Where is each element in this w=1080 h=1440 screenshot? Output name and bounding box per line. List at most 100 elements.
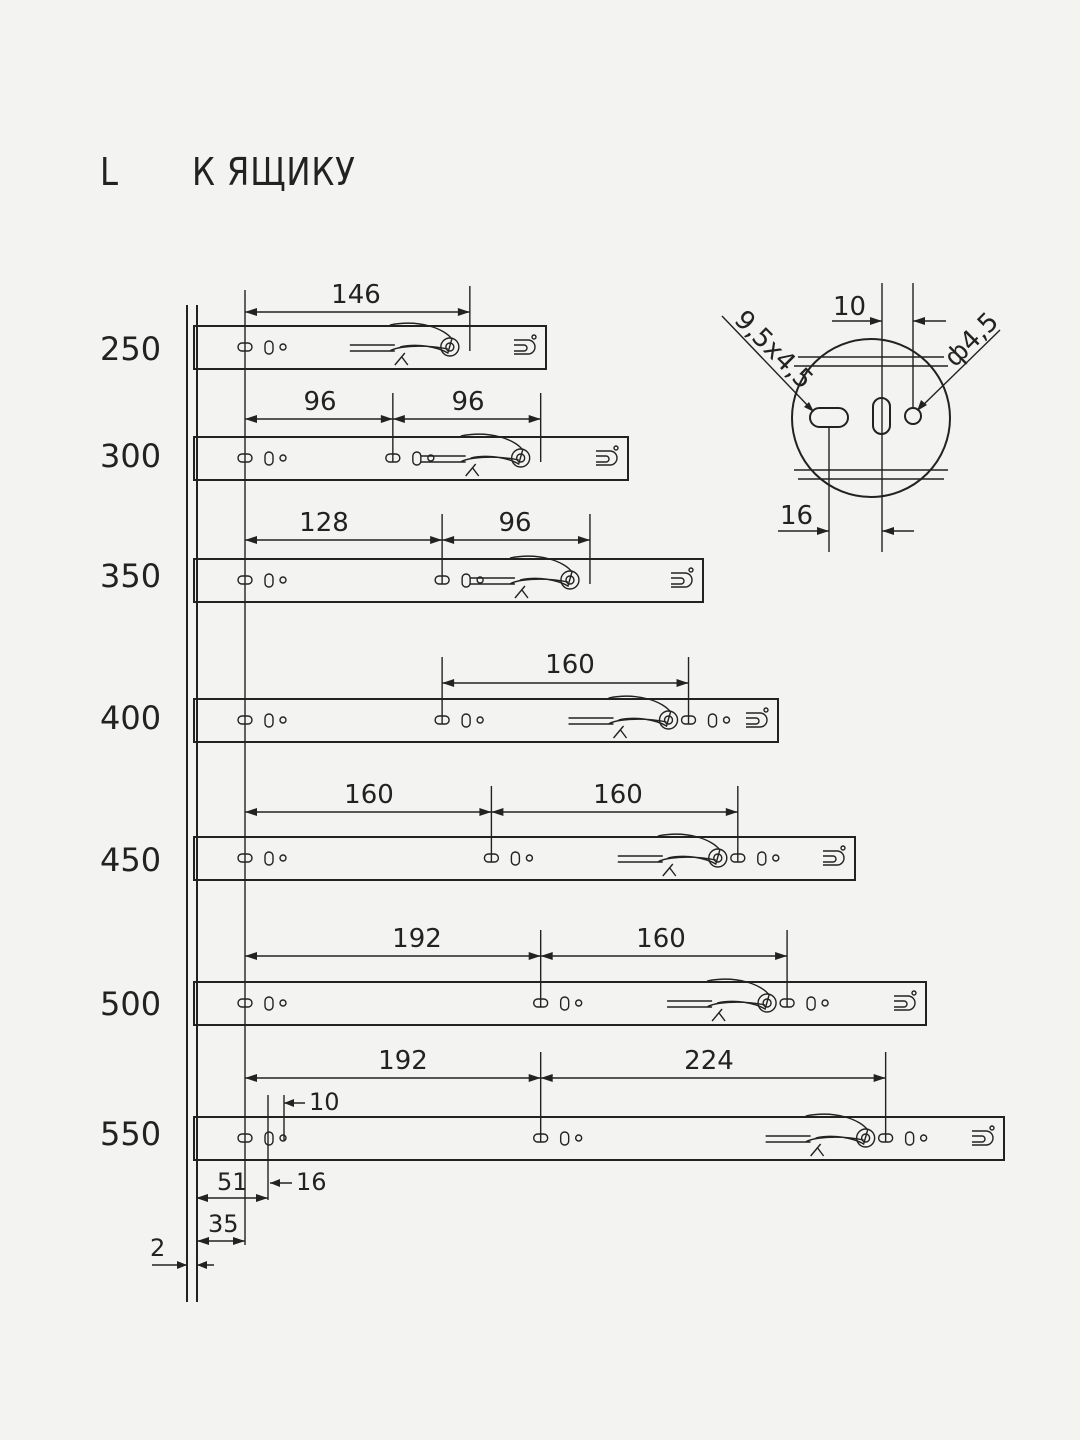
latch-pivot (440, 337, 460, 357)
slot-hole (237, 853, 253, 863)
dimension-row-400 (441, 657, 690, 724)
rail-500 (193, 978, 927, 1026)
latch-pivot-inner (663, 715, 674, 725)
rail-300 (193, 433, 629, 481)
round-hole (476, 716, 484, 724)
dimension-arrow (197, 1261, 207, 1269)
end-hook (671, 572, 693, 588)
latch-pivot-inner (713, 853, 723, 863)
slot-hole (237, 998, 253, 1008)
detail-label-16: 16 (780, 501, 813, 531)
detail-arrow (804, 402, 814, 412)
dim-400-a: 160 (545, 650, 595, 680)
dimension-arrow (245, 536, 257, 544)
dim-small-35: 35 (208, 1210, 239, 1238)
slot-hole-vertical (264, 451, 274, 466)
slot-hole-vertical (559, 1131, 570, 1146)
dimension-arrow (676, 679, 689, 687)
rail-body (193, 698, 779, 743)
latch-pivot (757, 993, 777, 1013)
page-title: К ЯЩИКУ (192, 150, 356, 194)
latch-mechanism (349, 322, 453, 355)
dimension-arrow (196, 1194, 208, 1202)
rail-body (193, 1116, 1005, 1161)
round-hole (476, 576, 484, 584)
end-dot (613, 445, 619, 451)
rail-350 (193, 555, 704, 603)
slot-hole-vertical (264, 996, 274, 1011)
dimension-arrow (528, 952, 541, 960)
dim-500-b: 160 (636, 924, 686, 954)
dimension-arrow (430, 536, 443, 544)
detail-arrow (882, 527, 894, 535)
round-hole (722, 716, 731, 724)
latch-pivot (855, 1128, 876, 1148)
slot-hole-vertical (806, 996, 816, 1011)
dim-500-a: 192 (392, 924, 442, 954)
dimension-arrow (245, 808, 257, 816)
latch-pivot-inner (565, 575, 575, 585)
latch-tail (514, 585, 529, 599)
rail-length-400: 400 (100, 699, 161, 737)
rail-length-250: 250 (100, 330, 161, 368)
rail-length-500: 500 (100, 985, 161, 1023)
latch-pivot (510, 448, 531, 468)
round-hole (279, 999, 287, 1007)
round-hole (279, 454, 287, 462)
dimension-row-250 (245, 286, 471, 351)
dim-550-a: 192 (378, 1046, 428, 1076)
dimension-arrow (873, 1074, 886, 1082)
rail-body (193, 558, 704, 603)
detail-label-10: 10 (833, 292, 866, 322)
end-dot (840, 845, 846, 851)
dimension-row-500 (245, 930, 788, 1007)
rail-length-450: 450 (100, 841, 161, 879)
latch-tail (465, 463, 480, 477)
rail-length-550: 550 (100, 1115, 161, 1153)
dimension-arrow (270, 1179, 280, 1187)
round-hole (821, 999, 829, 1007)
rail-body (193, 836, 856, 881)
latch-tail (394, 352, 409, 366)
end-hook (972, 1130, 994, 1146)
latch-pivot-inner (445, 342, 455, 352)
dim-small-2: 2 (150, 1234, 165, 1262)
latch-mechanism (568, 695, 672, 728)
dimension-arrow (245, 415, 257, 423)
dimension-arrow (245, 952, 257, 960)
dim-550-b: 224 (684, 1046, 734, 1076)
end-hook (823, 850, 845, 866)
slot-hole-vertical (264, 1131, 274, 1146)
latch-pivot-inner (515, 453, 526, 463)
dimension-arrow (256, 1194, 268, 1202)
dimension-row-350 (245, 514, 591, 584)
round-hole (279, 716, 287, 724)
latch-pivot (708, 848, 728, 868)
detail-leader-hole (917, 329, 1001, 411)
dim-450-b: 160 (593, 780, 643, 810)
round-hole (279, 343, 287, 351)
detail-slot-horizontal (809, 407, 849, 428)
detail-arrow (870, 317, 882, 325)
latch-pivot (658, 710, 679, 730)
rail-length-350: 350 (100, 557, 161, 595)
detail-arrow (817, 527, 829, 535)
dimension-arrow (245, 1074, 257, 1082)
rail-body (193, 325, 547, 370)
latch-tail (810, 1143, 825, 1157)
round-hole (574, 1134, 583, 1142)
rail-body (193, 436, 629, 481)
dim-300-b: 96 (451, 387, 484, 417)
slot-hole-vertical (559, 996, 570, 1011)
dimension-arrow (197, 1237, 209, 1245)
round-hole (525, 854, 534, 862)
latch-pivot (560, 570, 580, 590)
end-hook (596, 450, 618, 466)
dimension-arrow (245, 308, 257, 316)
slot-hole-vertical (461, 713, 471, 728)
dim-350-a: 128 (299, 508, 349, 538)
latch-mechanism (667, 978, 770, 1011)
dimension-arrow (457, 308, 470, 316)
dimension-arrow (725, 808, 738, 816)
rail-body (193, 981, 927, 1026)
